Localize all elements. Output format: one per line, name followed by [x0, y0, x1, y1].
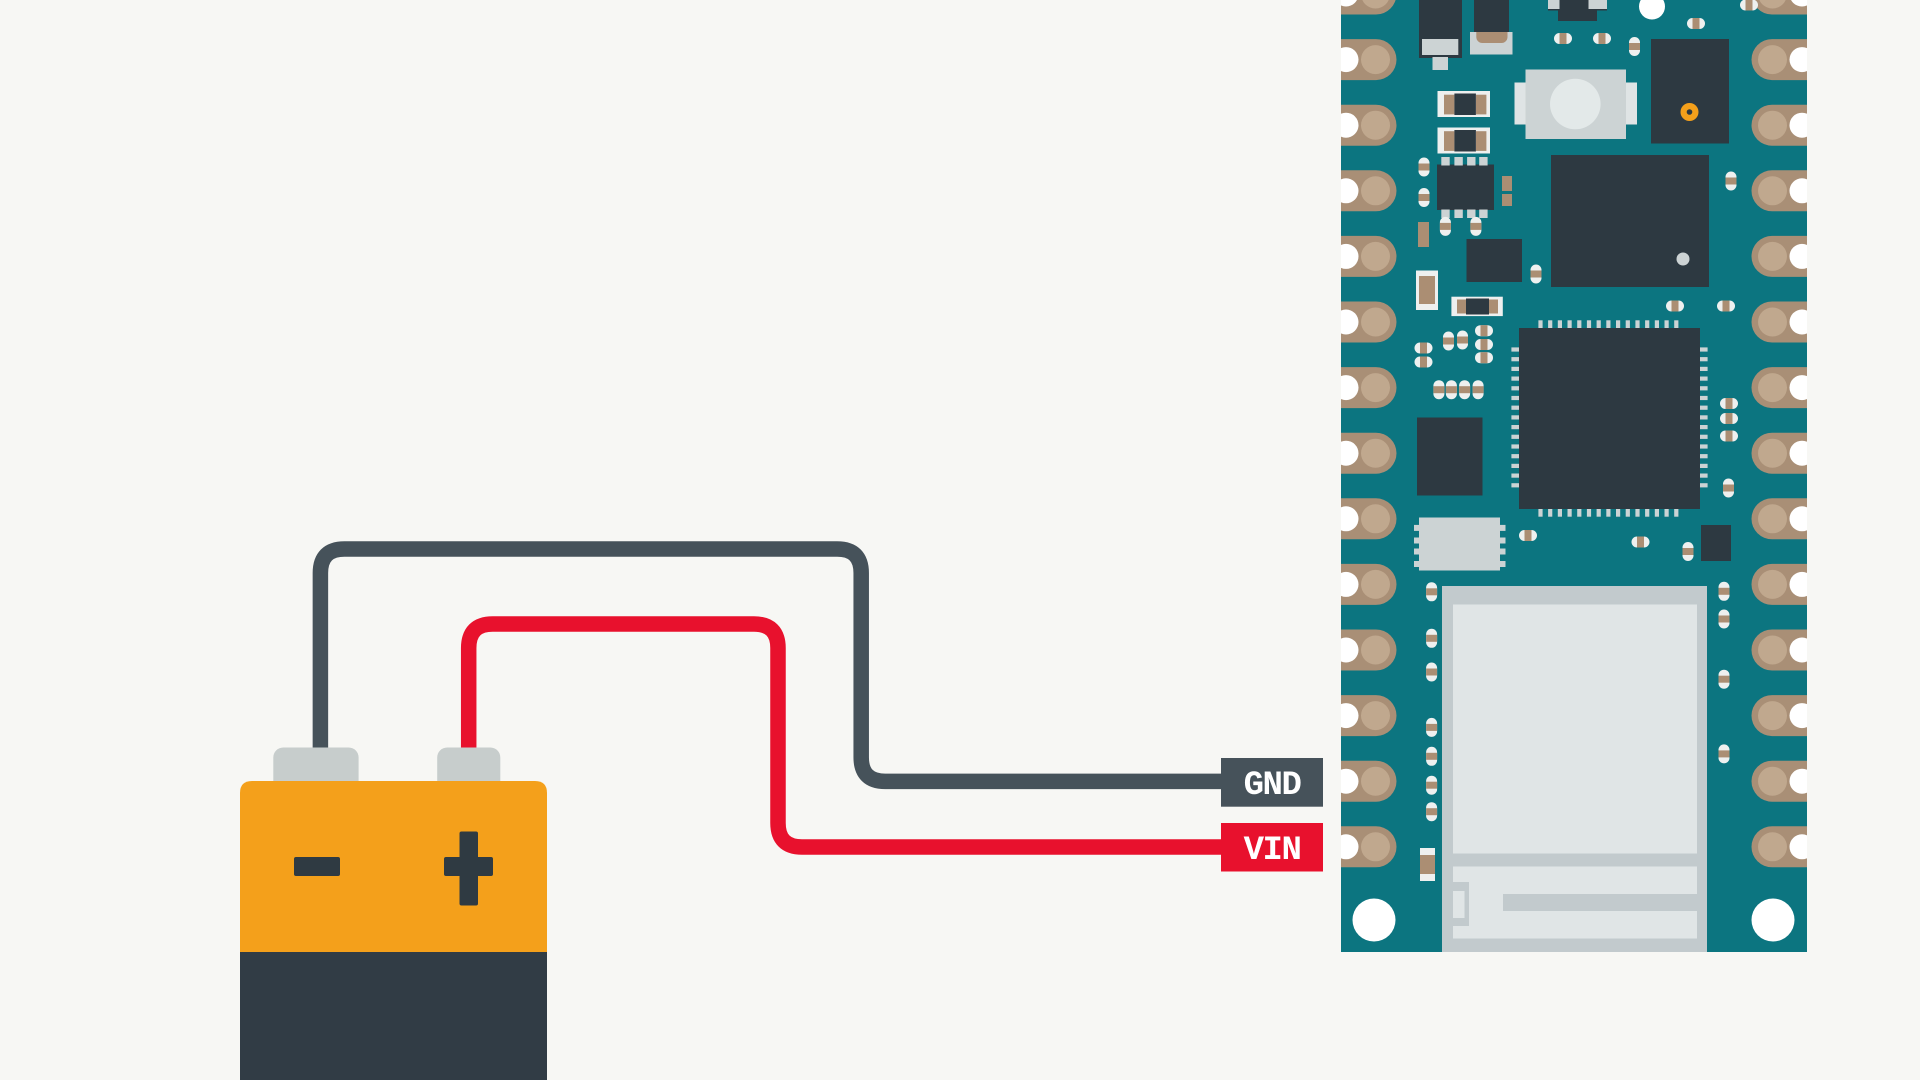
- svg-text:VIN: VIN: [1244, 832, 1301, 870]
- svg-text:GND: GND: [1244, 767, 1302, 805]
